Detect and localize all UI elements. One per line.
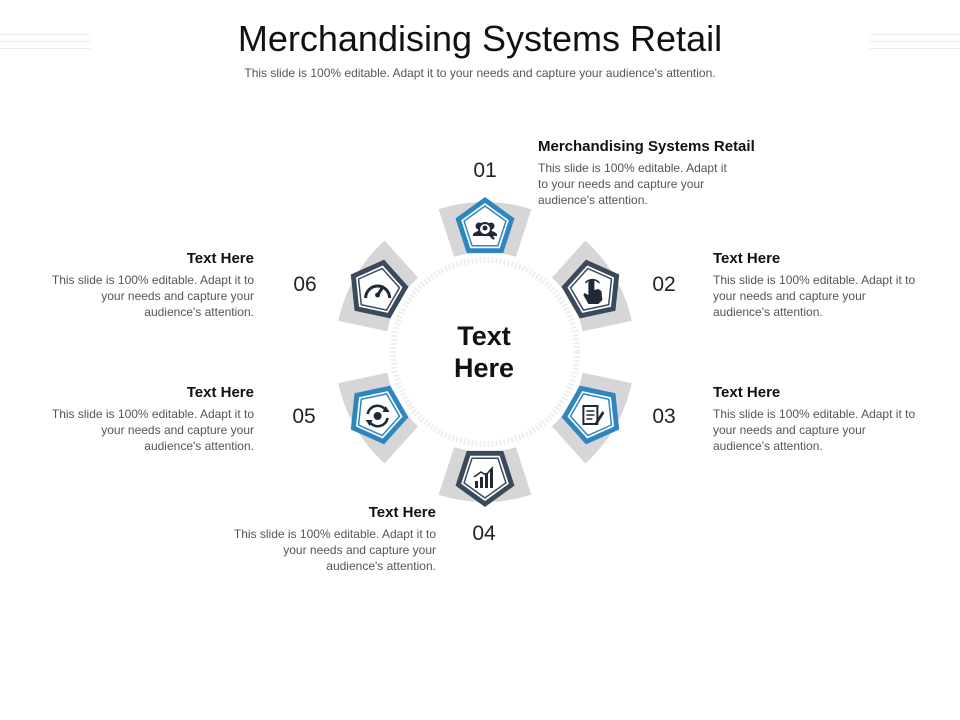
- step-number-03: 03: [652, 405, 676, 428]
- decorative-line: [870, 41, 960, 42]
- step-body: This slide is 100% editable. Adapt it to…: [233, 527, 436, 573]
- decorative-line: [870, 34, 960, 35]
- step-number-05: 05: [292, 405, 316, 428]
- decorative-line: [870, 48, 960, 49]
- step-heading: Text Here: [713, 250, 781, 267]
- step-badge-06: [350, 259, 409, 319]
- step-heading: Text Here: [368, 504, 436, 521]
- decorative-line: [0, 41, 90, 42]
- step-text-01: Merchandising Systems Retail This slide …: [538, 138, 770, 208]
- step-number-04: 04: [472, 522, 496, 545]
- step-number-01: 01: [473, 159, 497, 182]
- step-text-03: Text Here This slide is 100% editable. A…: [713, 384, 918, 454]
- step-body: This slide is 100% editable. Adapt it to…: [538, 161, 727, 207]
- step-body: This slide is 100% editable. Adapt it to…: [713, 407, 916, 453]
- step-number-02: 02: [652, 273, 676, 296]
- step-body: This slide is 100% editable. Adapt it to…: [51, 273, 254, 319]
- step-number-06: 06: [293, 273, 317, 296]
- step-text-05: Text Here This slide is 100% editable. A…: [50, 384, 254, 454]
- hand-pointer-icon: [583, 278, 603, 304]
- growth-chart-icon: [473, 466, 494, 488]
- speedometer-icon: [364, 284, 392, 299]
- decorative-line: [0, 48, 90, 49]
- center-label: Text Here: [453, 321, 515, 383]
- step-body: This slide is 100% editable. Adapt it to…: [713, 273, 916, 319]
- slide-subtitle: This slide is 100% editable. Adapt it to…: [244, 66, 716, 80]
- people-search-icon: [473, 222, 497, 240]
- slide-title: Merchandising Systems Retail: [237, 18, 723, 59]
- gear-cycle-icon: [365, 404, 390, 428]
- center-disc: [403, 270, 567, 434]
- step-heading: Merchandising Systems Retail: [538, 138, 755, 155]
- step-text-02: Text Here This slide is 100% editable. A…: [713, 250, 918, 320]
- document-edit-icon: [582, 405, 605, 425]
- step-body: This slide is 100% editable. Adapt it to…: [51, 407, 254, 453]
- step-heading: Text Here: [186, 384, 254, 401]
- step-text-06: Text Here This slide is 100% editable. A…: [50, 250, 254, 320]
- step-heading: Text Here: [713, 384, 781, 401]
- decorative-line: [0, 34, 90, 35]
- step-heading: Text Here: [186, 250, 254, 267]
- step-text-04: Text Here This slide is 100% editable. A…: [232, 504, 436, 574]
